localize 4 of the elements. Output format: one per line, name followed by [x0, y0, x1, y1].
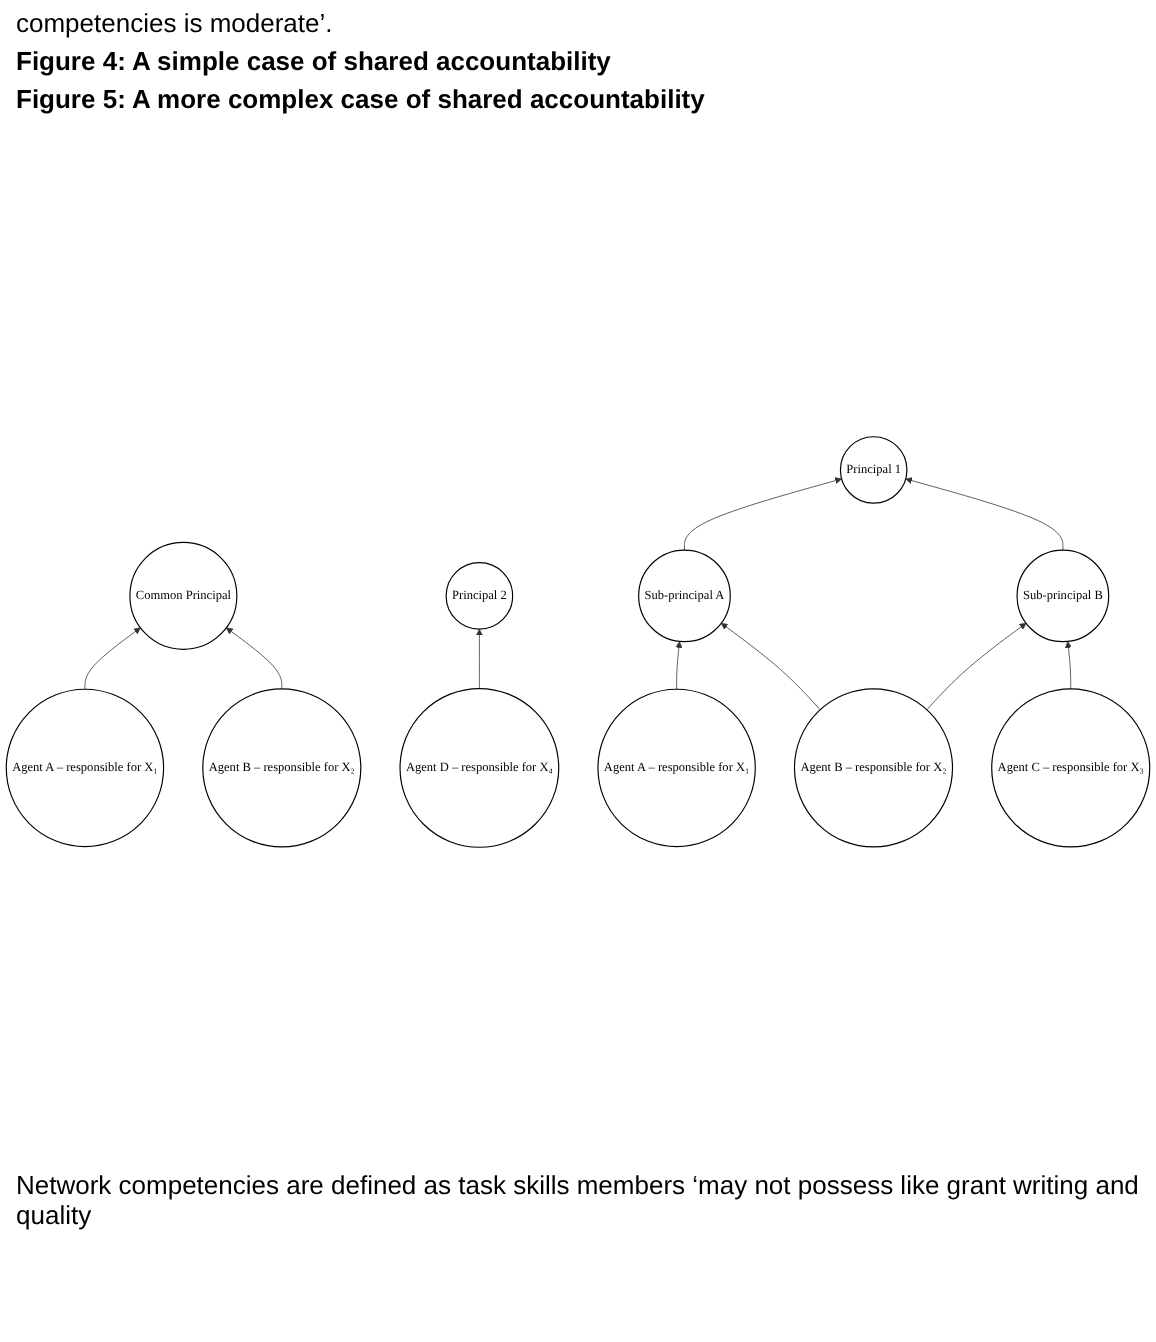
figure-heading: Figure 4: A simple case of shared accountability [16, 46, 613, 76]
body-text: competencies is moderate’. [16, 8, 335, 38]
figure-heading: Figure 5: A more complex case of shared accountability [16, 84, 707, 114]
footnote-text: Network competencies are defined as task skills members ‘may not possess like grant writing and quality [16, 1170, 1140, 1230]
